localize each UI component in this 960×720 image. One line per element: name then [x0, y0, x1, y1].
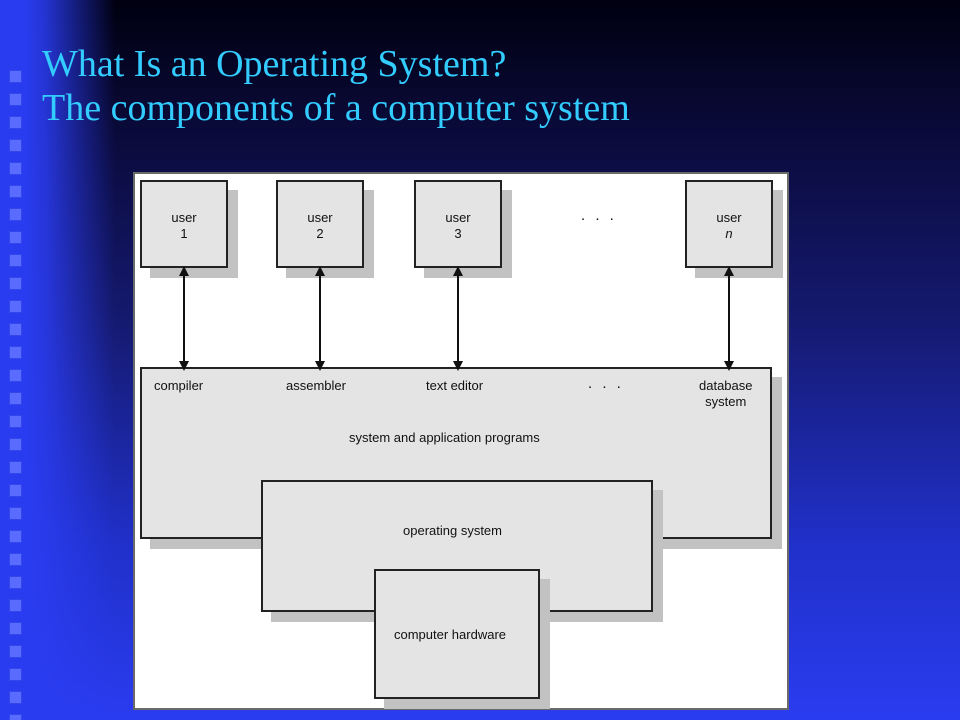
program-database-system: database system: [699, 378, 753, 410]
strip-square: [9, 576, 22, 589]
strip-square: [9, 622, 22, 635]
user-2-label: user: [307, 210, 333, 225]
programs-layer-label: system and application programs: [349, 430, 540, 445]
strip-square: [9, 139, 22, 152]
strip-square: [9, 323, 22, 336]
strip-square: [9, 392, 22, 405]
program-system: system: [705, 394, 747, 409]
strip-square: [9, 484, 22, 497]
strip-square: [9, 300, 22, 313]
user-1-number: 1: [180, 226, 188, 241]
strip-square: [9, 369, 22, 382]
user-box-2: user 2: [276, 180, 364, 268]
strip-square: [9, 231, 22, 244]
strip-square: [9, 507, 22, 520]
strip-square: [9, 70, 22, 83]
user-box-3: user 3: [414, 180, 502, 268]
user-2-number: 2: [316, 226, 324, 241]
hardware-layer-label: computer hardware: [394, 627, 506, 642]
strip-square: [9, 254, 22, 267]
strip-square: [9, 691, 22, 704]
user-3-label: user: [445, 210, 471, 225]
strip-square: [9, 530, 22, 543]
strip-square: [9, 277, 22, 290]
title-line-2: The components of a computer system: [42, 87, 630, 129]
strip-square: [9, 116, 22, 129]
user-1-label: user: [171, 210, 197, 225]
strip-square: [9, 714, 22, 720]
hardware-layer: computer hardware: [374, 569, 540, 699]
strip-square: [9, 185, 22, 198]
strip-square: [9, 208, 22, 221]
strip-square: [9, 668, 22, 681]
program-compiler: compiler: [154, 378, 204, 393]
strip-square: [9, 599, 22, 612]
user-n-number: n: [725, 226, 733, 241]
os-layer-label: operating system: [403, 523, 502, 538]
strip-square: [9, 346, 22, 359]
program-text-editor: text editor: [426, 378, 484, 393]
strip-square: [9, 93, 22, 106]
user-3-number: 3: [454, 226, 462, 241]
strip-square: [9, 438, 22, 451]
strip-square: [9, 553, 22, 566]
users-ellipsis: . . .: [581, 207, 617, 224]
strip-square: [9, 162, 22, 175]
strip-square: [9, 461, 22, 474]
program-assembler: assembler: [286, 378, 346, 393]
programs-ellipsis: . . .: [588, 375, 624, 392]
title-line-1: What Is an Operating System?: [42, 43, 507, 85]
left-decorative-strip: [0, 0, 115, 720]
slide-title: What Is an Operating System? The compone…: [42, 42, 942, 130]
user-box-n: user n: [685, 180, 773, 268]
strip-square: [9, 645, 22, 658]
strip-square: [9, 415, 22, 428]
components-diagram: compiler assembler text editor . . . dat…: [133, 172, 789, 710]
user-box-1: user 1: [140, 180, 228, 268]
program-database: database: [699, 378, 753, 393]
user-n-label: user: [716, 210, 742, 225]
